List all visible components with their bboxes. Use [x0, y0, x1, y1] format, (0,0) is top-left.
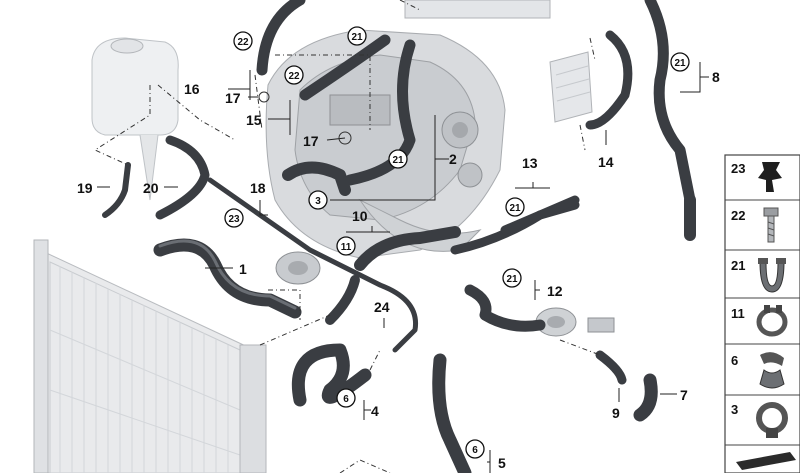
svg-text:21: 21 — [392, 155, 404, 166]
callout-2: 2 — [449, 151, 457, 167]
callout-9: 9 — [612, 405, 620, 421]
aux-water-pump — [275, 251, 321, 285]
callout-circle-21e: 21 — [670, 52, 690, 72]
legend-label-3: 3 — [731, 402, 738, 417]
engine-block — [265, 29, 506, 259]
callout-circle-21c: 21 — [505, 197, 525, 217]
callout-circle-21b: 21 — [388, 149, 408, 169]
callout-14: 14 — [598, 154, 614, 170]
svg-text:6: 6 — [472, 445, 478, 456]
svg-text:11: 11 — [341, 242, 352, 253]
callout-16: 16 — [184, 81, 200, 97]
callout-20: 20 — [143, 180, 159, 196]
callout-circle-3: 3 — [308, 190, 328, 210]
callout-13: 13 — [522, 155, 538, 171]
screw-icon — [763, 207, 779, 243]
callout-8: 8 — [712, 69, 720, 85]
callout-7: 7 — [680, 387, 688, 403]
assembly-lines — [93, 0, 601, 473]
callout-10: 10 — [352, 208, 368, 224]
legend-label-21: 21 — [731, 258, 745, 273]
hose-clamp-icon — [758, 258, 786, 293]
callout-12: 12 — [547, 283, 563, 299]
svg-text:3: 3 — [315, 196, 321, 207]
callout-17b: 17 — [303, 133, 319, 149]
svg-text:21: 21 — [509, 203, 521, 214]
callout-15: 15 — [246, 112, 262, 128]
callout-circle-6b: 6 — [465, 439, 485, 459]
spring-clamp-icon — [756, 305, 788, 337]
callout-circle-21d: 21 — [502, 268, 522, 288]
hoses — [102, 0, 696, 473]
callout-24: 24 — [374, 299, 390, 315]
svg-text:21: 21 — [351, 32, 363, 43]
top-component — [404, 0, 551, 19]
callout-1: 1 — [239, 261, 247, 277]
callout-5: 5 — [498, 455, 506, 471]
svg-text:23: 23 — [228, 214, 240, 225]
svg-text:21: 21 — [506, 274, 518, 285]
callout-circle-11: 11 — [336, 236, 356, 256]
band-clamp-icon — [756, 402, 788, 438]
expansion-tank — [91, 37, 179, 201]
svg-text:6: 6 — [343, 394, 349, 405]
callout-17a: 17 — [225, 90, 241, 106]
radiator — [33, 239, 267, 473]
callouts: 1 2 4 5 7 8 9 10 12 13 14 15 16 17 17 18… — [77, 26, 720, 471]
callout-4: 4 — [371, 403, 379, 419]
callout-circle-23: 23 — [224, 208, 244, 228]
callout-circle-22b: 22 — [284, 65, 304, 85]
heater-module — [549, 51, 593, 123]
clip-icon — [759, 352, 785, 389]
svg-text:22: 22 — [288, 71, 300, 82]
legend-label-23: 23 — [731, 161, 745, 176]
callout-19: 19 — [77, 180, 93, 196]
callout-18: 18 — [250, 180, 266, 196]
svg-text:21: 21 — [674, 58, 686, 69]
electric-coolant-pump — [535, 307, 615, 337]
callout-circle-6a: 6 — [336, 388, 356, 408]
legend-panel: 23 22 21 11 6 3 — [724, 154, 800, 473]
svg-text:22: 22 — [237, 37, 249, 48]
callout-circle-21a: 21 — [347, 26, 367, 46]
leader-lines — [97, 62, 709, 473]
legend-label-22: 22 — [731, 208, 745, 223]
callout-circle-22a: 22 — [233, 31, 253, 51]
legend-label-6: 6 — [731, 353, 738, 368]
legend-label-11: 11 — [731, 306, 745, 321]
plug-rivet-icon — [758, 162, 782, 192]
gasket-strip-icon — [736, 452, 796, 470]
